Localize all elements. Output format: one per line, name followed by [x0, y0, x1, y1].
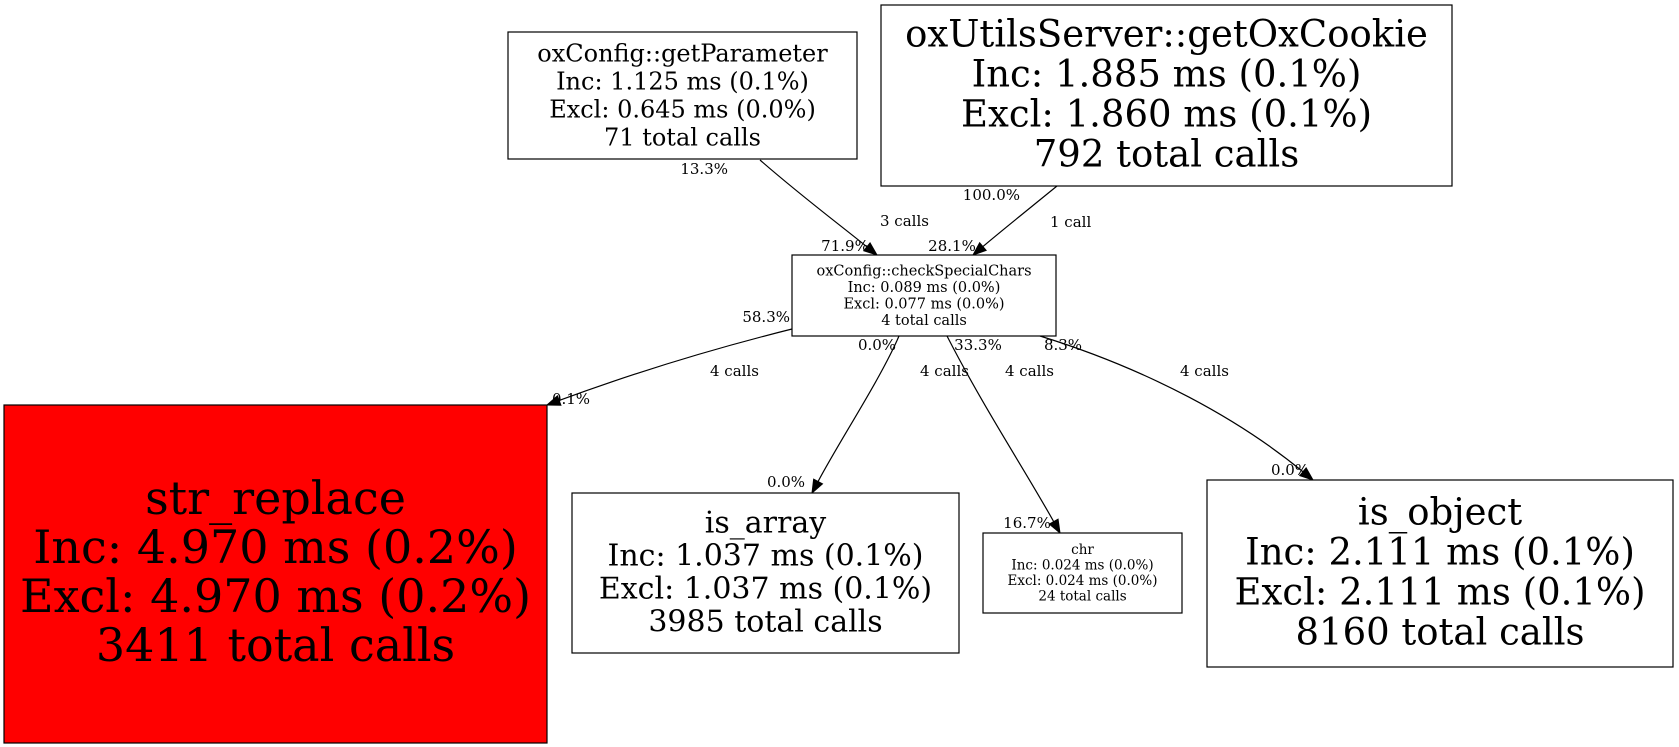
node-name: is_object	[1358, 491, 1522, 535]
node-total-calls: 71 total calls	[604, 123, 761, 151]
node-total-calls: 792 total calls	[1034, 133, 1300, 176]
node-exclusive-time: Excl: 4.970 ms (0.2%)	[20, 569, 531, 623]
node-exclusive-time: Excl: 1.860 ms (0.1%)	[961, 93, 1372, 136]
node-total-calls: 3985 total calls	[648, 605, 882, 640]
edge-line	[759, 159, 868, 248]
edge-head-percent: 0.0%	[767, 473, 805, 491]
edge-call-count: 1 call	[1050, 213, 1091, 231]
node-name: oxConfig::getParameter	[537, 39, 828, 67]
edge-line	[817, 335, 900, 482]
node-name: chr	[1071, 542, 1094, 558]
node-total-calls: 8160 total calls	[1295, 611, 1584, 654]
node-exclusive-time: Excl: 0.077 ms (0.0%)	[843, 296, 1004, 312]
node-inclusive-time: Inc: 0.024 ms (0.0%)	[1011, 558, 1153, 574]
edge-call-count: 4 calls	[710, 362, 759, 380]
node-exclusive-time: Excl: 2.111 ms (0.1%)	[1234, 571, 1645, 614]
node-inclusive-time: Inc: 4.970 ms (0.2%)	[33, 520, 518, 574]
edge-head-percent: 16.7%	[1003, 514, 1051, 532]
arrowhead-icon	[862, 242, 879, 256]
node-name: oxConfig::checkSpecialChars	[816, 263, 1031, 279]
edge-call-count: 4 calls	[920, 362, 969, 380]
edge-tail-percent: 8.3%	[1044, 336, 1082, 354]
node-box	[571, 492, 960, 654]
edge-head-percent: 28.1%	[928, 237, 976, 255]
edge-line	[1039, 335, 1304, 473]
edge-checkSpecialChars-to-is_array: 0.0% 4 calls 0.0%	[767, 335, 969, 495]
edge-head-percent: 71.9%	[821, 237, 869, 255]
edge-getParameter-to-checkSpecialChars: 13.3% 3 calls 71.9%	[680, 159, 929, 256]
node-name: str_replace	[145, 471, 406, 525]
edge-call-count: 3 calls	[880, 212, 929, 230]
node-box	[3, 404, 548, 744]
node-exclusive-time: Excl: 0.645 ms (0.0%)	[549, 95, 816, 123]
node-inclusive-time: Inc: 1.885 ms (0.1%)	[972, 53, 1362, 96]
edge-line	[946, 335, 1055, 522]
arrowhead-icon	[1298, 467, 1315, 481]
edge-getOxCookie-to-checkSpecialChars: 100.0% 1 call 28.1%	[928, 185, 1091, 256]
edge-tail-percent: 13.3%	[680, 160, 728, 178]
node-box	[982, 532, 1183, 614]
edge-checkSpecialChars-to-is_object: 8.3% 4 calls 0.0%	[1039, 335, 1315, 481]
node-box	[880, 4, 1453, 187]
node-inclusive-time: Inc: 0.089 ms (0.0%)	[848, 280, 1001, 296]
node-inclusive-time: Inc: 1.125 ms (0.1%)	[556, 67, 809, 95]
node-exclusive-time: Excl: 1.037 ms (0.1%)	[599, 572, 932, 607]
arrowhead-icon	[545, 394, 562, 406]
arrowhead-icon	[971, 241, 987, 256]
edge-line	[558, 328, 793, 402]
node-inclusive-time: Inc: 1.037 ms (0.1%)	[607, 539, 923, 574]
edge-call-count: 4 calls	[1005, 362, 1054, 380]
edge-tail-percent: 33.3%	[954, 336, 1002, 354]
arrowhead-icon	[811, 478, 824, 495]
edge-checkSpecialChars-to-str_replace: 58.3% 4 calls 0.1%	[545, 308, 793, 408]
edge-tail-percent: 0.0%	[858, 336, 896, 354]
edge-head-percent: 0.0%	[1271, 461, 1309, 479]
node-exclusive-time: Excl: 0.024 ms (0.0%)	[1008, 573, 1158, 589]
edge-head-percent: 0.1%	[552, 390, 590, 408]
edges-layer: 13.3% 3 calls 71.9% 100.0% 1 call 28.1% 58.3% 4…	[545, 159, 1315, 535]
node-box	[507, 31, 858, 160]
edge-tail-percent: 58.3%	[742, 308, 790, 326]
node-box	[1206, 479, 1674, 668]
edge-line	[982, 185, 1058, 248]
edge-call-count: 4 calls	[1180, 362, 1229, 380]
node-box	[791, 254, 1057, 337]
node-total-calls: 3411 total calls	[96, 618, 455, 672]
edge-checkSpecialChars-to-chr: 33.3%4 calls 16.7%	[946, 335, 1061, 535]
edge-tail-percent: 100.0%	[963, 186, 1020, 204]
node-total-calls: 24 total calls	[1038, 589, 1126, 605]
arrowhead-icon	[1048, 518, 1061, 535]
node-name: is_array	[705, 506, 826, 541]
node-name: oxUtilsServer::getOxCookie	[905, 13, 1428, 56]
node-inclusive-time: Inc: 2.111 ms (0.1%)	[1245, 531, 1635, 574]
node-total-calls: 4 total calls	[881, 313, 967, 329]
